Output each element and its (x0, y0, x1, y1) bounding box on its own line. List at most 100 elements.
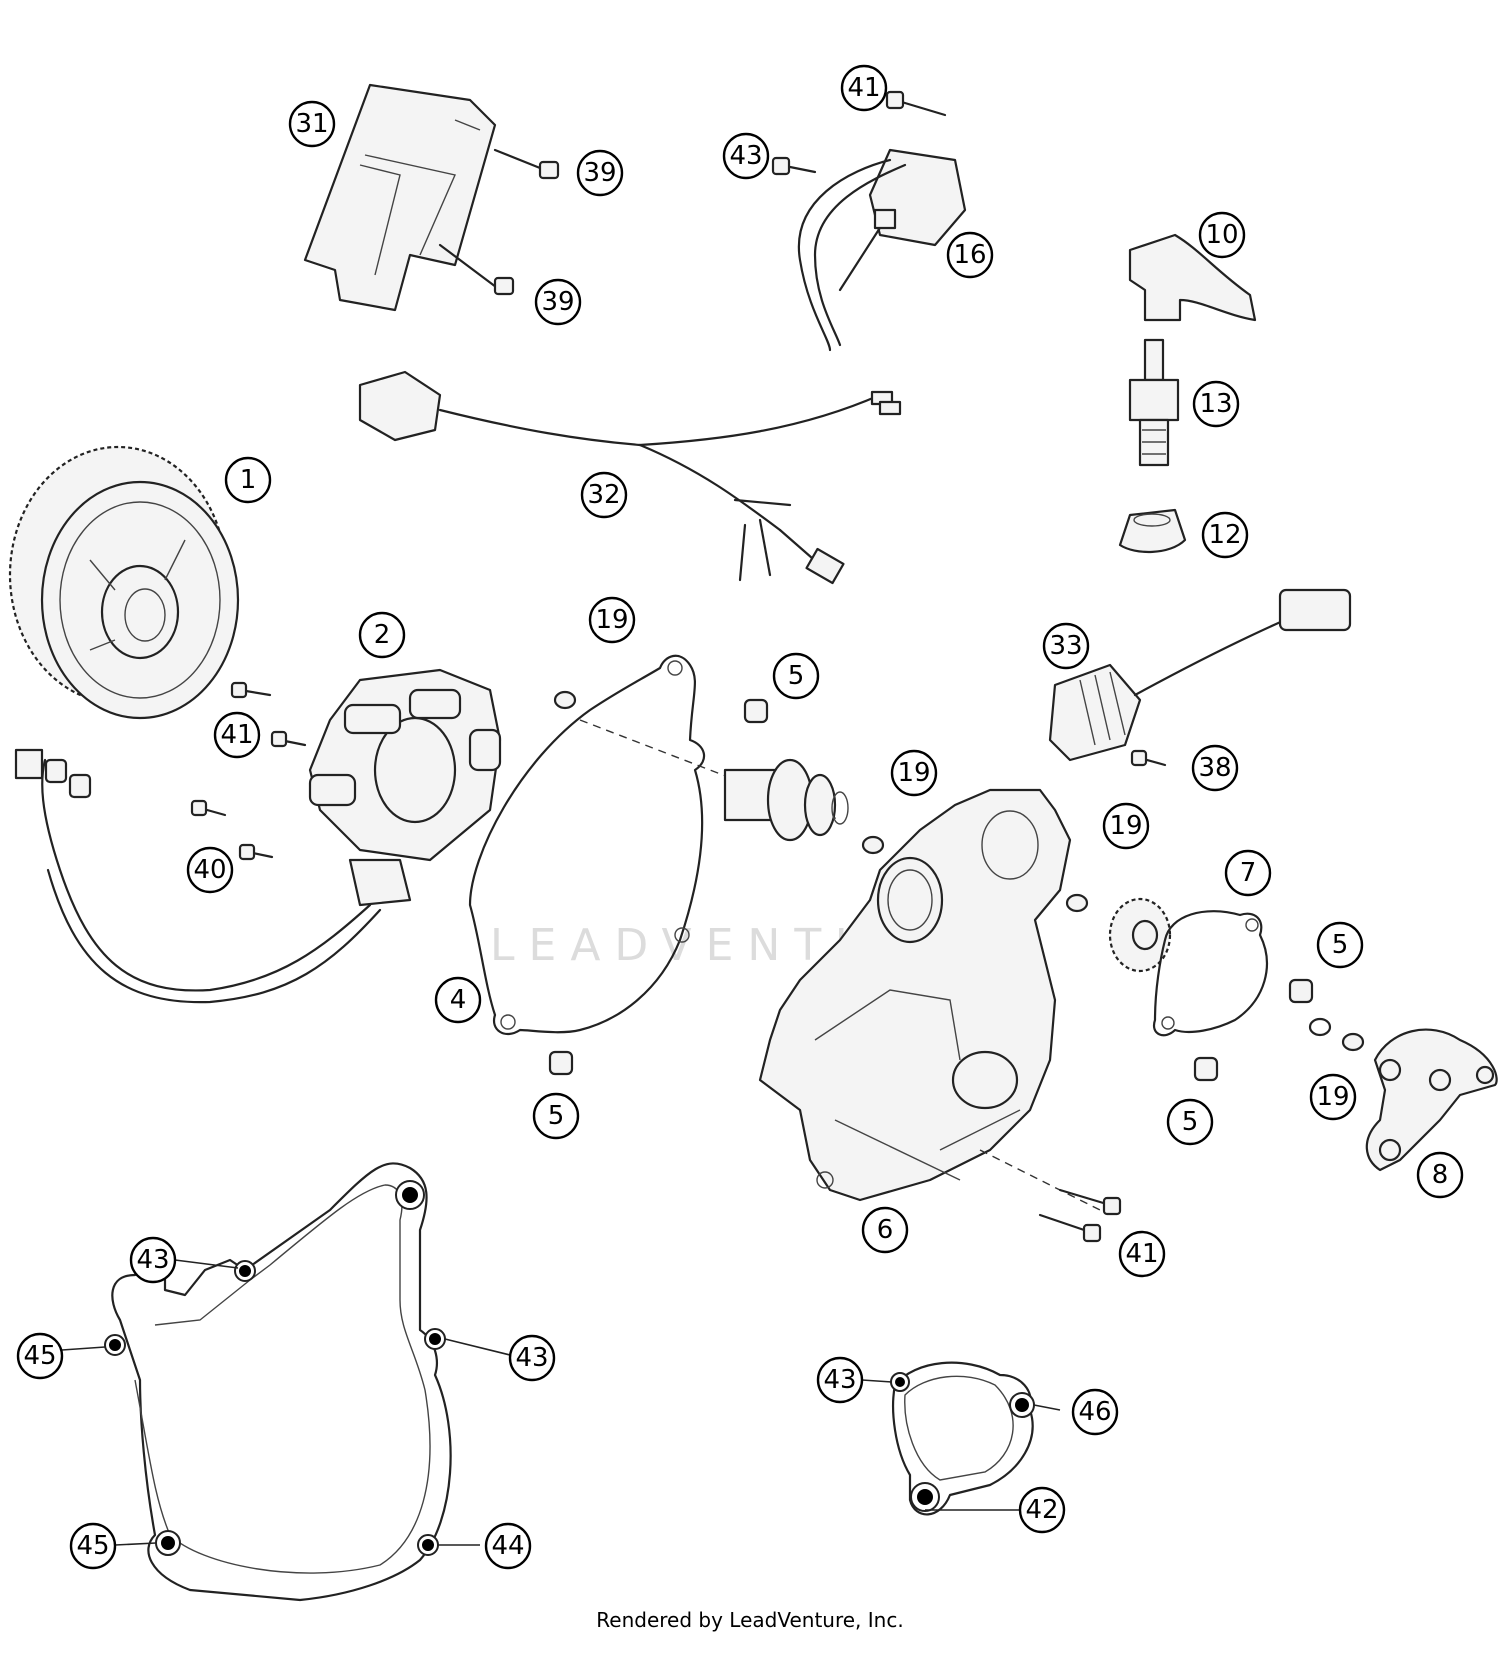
svg-text:19: 19 (1316, 1082, 1349, 1112)
part-19-washer-top (553, 690, 577, 710)
callout-6: 6 (861, 1206, 909, 1254)
callout-4: 4 (434, 976, 482, 1024)
footer-credit: Rendered by LeadVenture, Inc. (596, 1608, 904, 1632)
callout-16: 16 (946, 231, 994, 279)
part-39-bolt-lower (438, 243, 515, 296)
svg-text:10: 10 (1205, 220, 1238, 250)
svg-text:46: 46 (1078, 1397, 1111, 1427)
callout-19d: 19 (1309, 1073, 1357, 1121)
callout-43b: 43 (129, 1236, 177, 1284)
svg-text:42: 42 (1025, 1495, 1058, 1525)
svg-text:40: 40 (193, 855, 226, 885)
svg-text:6: 6 (877, 1215, 894, 1245)
svg-text:5: 5 (548, 1101, 565, 1131)
part-5-dowel-right-upper (1288, 978, 1314, 1004)
svg-text:5: 5 (1332, 930, 1349, 960)
svg-text:5: 5 (788, 661, 805, 691)
svg-text:7: 7 (1240, 858, 1257, 888)
callout-43c: 43 (508, 1334, 556, 1382)
part-5-dowel-right-lower (1193, 1056, 1219, 1082)
svg-text:43: 43 (515, 1343, 548, 1373)
part-31-ignition-box (303, 83, 497, 312)
svg-text:16: 16 (953, 240, 986, 270)
callout-7: 7 (1224, 849, 1272, 897)
callout-10: 10 (1198, 211, 1246, 259)
part-10-spark-plug-cap (1128, 233, 1257, 322)
callout-12: 12 (1201, 511, 1249, 559)
callout-41c: 41 (1118, 1230, 1166, 1278)
callout-41a: 41 (840, 64, 888, 112)
callout-5a: 5 (772, 652, 820, 700)
svg-text:45: 45 (23, 1341, 56, 1371)
svg-text:32: 32 (587, 480, 620, 510)
part-33-voltage-regulator (1048, 588, 1352, 762)
callout-33: 33 (1042, 622, 1090, 670)
gasket-detail-large (61, 1162, 511, 1602)
svg-text:44: 44 (491, 1531, 524, 1561)
callout-8: 8 (1416, 1151, 1464, 1199)
callout-45b: 45 (69, 1522, 117, 1570)
part-7-gasket (1152, 910, 1268, 1037)
callout-41b: 41 (213, 711, 261, 759)
callout-42: 42 (1018, 1486, 1066, 1534)
svg-text:39: 39 (583, 158, 616, 188)
svg-text:41: 41 (847, 73, 880, 103)
svg-text:33: 33 (1049, 631, 1082, 661)
part-39-bolt-upper (493, 148, 560, 180)
svg-text:31: 31 (295, 109, 328, 139)
part-41-bolt-coil (885, 90, 947, 117)
part-41-bolts-cover (979, 1149, 1122, 1243)
part-5-dowel-lower (548, 1050, 574, 1076)
callout-19a: 19 (588, 596, 636, 644)
svg-text:2: 2 (374, 620, 391, 650)
part-16-ignition-coil (797, 148, 967, 352)
part-19-washer-right (1065, 893, 1089, 913)
callout-43a: 43 (722, 132, 770, 180)
callout-13: 13 (1192, 380, 1240, 428)
callout-1: 1 (224, 456, 272, 504)
svg-text:43: 43 (136, 1245, 169, 1275)
svg-text:12: 12 (1208, 520, 1241, 550)
svg-text:43: 43 (729, 141, 762, 171)
part-5-dowel-upper (743, 698, 769, 724)
svg-text:19: 19 (1109, 811, 1142, 841)
svg-text:13: 13 (1199, 389, 1232, 419)
svg-text:1: 1 (240, 465, 257, 495)
part-19-washer-mid (861, 835, 885, 855)
callout-39b: 39 (534, 278, 582, 326)
part-43-bolt-coil (771, 156, 817, 176)
svg-text:41: 41 (1125, 1239, 1158, 1269)
callout-19b: 19 (890, 749, 938, 797)
callout-40: 40 (186, 846, 234, 894)
svg-text:38: 38 (1198, 753, 1231, 783)
part-38-screw (1130, 749, 1167, 767)
part-4-gasket (468, 654, 841, 1036)
callout-39a: 39 (576, 149, 624, 197)
callout-31: 31 (288, 100, 336, 148)
svg-text:45: 45 (76, 1531, 109, 1561)
svg-text:19: 19 (897, 758, 930, 788)
callout-46: 46 (1071, 1388, 1119, 1436)
part-32-wiring-harness (358, 370, 902, 585)
starter-drive-gear (723, 758, 849, 842)
svg-text:4: 4 (450, 985, 467, 1015)
part-6-ignition-cover (758, 788, 1072, 1202)
callout-5c: 5 (1316, 921, 1364, 969)
part-8-cover-plate (1365, 1028, 1498, 1172)
callout-44: 44 (484, 1522, 532, 1570)
part-7-gear (1108, 897, 1172, 973)
callout-45a: 45 (16, 1332, 64, 1380)
svg-text:41: 41 (220, 720, 253, 750)
part-13-spark-plug (1128, 338, 1180, 467)
svg-text:43: 43 (823, 1365, 856, 1395)
svg-text:8: 8 (1432, 1160, 1449, 1190)
gasket-detail-small (861, 1361, 1061, 1516)
callout-2: 2 (358, 611, 406, 659)
svg-text:39: 39 (541, 287, 574, 317)
part-40-screws (190, 799, 274, 861)
part-2-stator (14, 668, 502, 1004)
callout-32: 32 (580, 471, 628, 519)
part-1-flywheel (8, 445, 240, 720)
part-41-bolts-stator (230, 681, 307, 748)
part-12-grommet (1118, 508, 1187, 554)
